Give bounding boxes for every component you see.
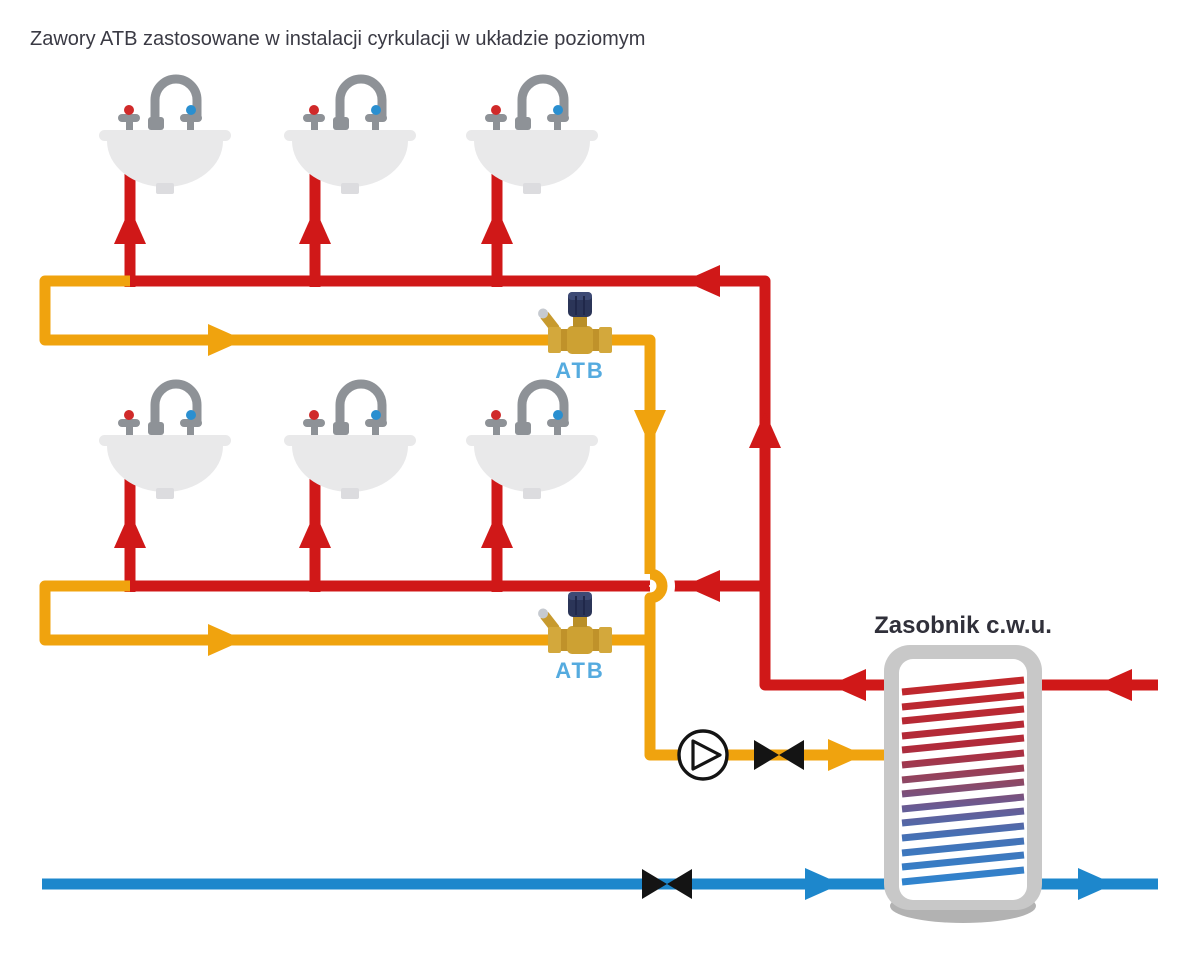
- flow-arrow-hot-up: [749, 412, 781, 448]
- flow-arrow-hot-left: [684, 265, 720, 297]
- flow-arrow-circulation-down: [634, 410, 666, 446]
- flow-arrow-circulation-right: [208, 624, 244, 656]
- sink-icon: [284, 79, 416, 194]
- heat-exchanger-coil: [901, 676, 1025, 886]
- flow-arrow-cold-right: [805, 868, 841, 900]
- tank-label: Zasobnik c.w.u.: [874, 612, 1052, 639]
- flow-arrow-cold-right: [1078, 868, 1114, 900]
- sink-icon: [284, 384, 416, 499]
- circulation-return-to-tank: [644, 568, 892, 761]
- flow-arrow-hot-left: [684, 570, 720, 602]
- flow-arrow-riser-up: [481, 512, 513, 548]
- flow-arrow-riser-up: [481, 208, 513, 244]
- flow-arrow-riser-up: [114, 512, 146, 548]
- sink-icon: [99, 79, 231, 194]
- sink-icon: [466, 79, 598, 194]
- sink-icon: [99, 384, 231, 499]
- circulation-loop-lower: [39, 580, 650, 646]
- flow-arrow-hot-left: [830, 669, 866, 701]
- pump-icon: [677, 729, 729, 781]
- flow-arrow-hot-left: [1096, 669, 1132, 701]
- sink-icon: [466, 384, 598, 499]
- flow-arrow-circulation-right: [828, 739, 864, 771]
- shutoff-valve-icon: [754, 740, 804, 770]
- flow-arrow-circulation-right: [208, 324, 244, 356]
- atb-label-1: ATB: [555, 358, 605, 383]
- flow-arrow-riser-up: [299, 208, 331, 244]
- shutoff-valve-icon: [642, 869, 692, 899]
- diagram-title: Zawory ATB zastosowane w instalacji cyrk…: [30, 28, 645, 50]
- flow-arrow-riser-up: [299, 512, 331, 548]
- flow-arrow-riser-up: [114, 208, 146, 244]
- storage-tank: [884, 645, 1042, 923]
- atb-label-2: ATB: [555, 658, 605, 683]
